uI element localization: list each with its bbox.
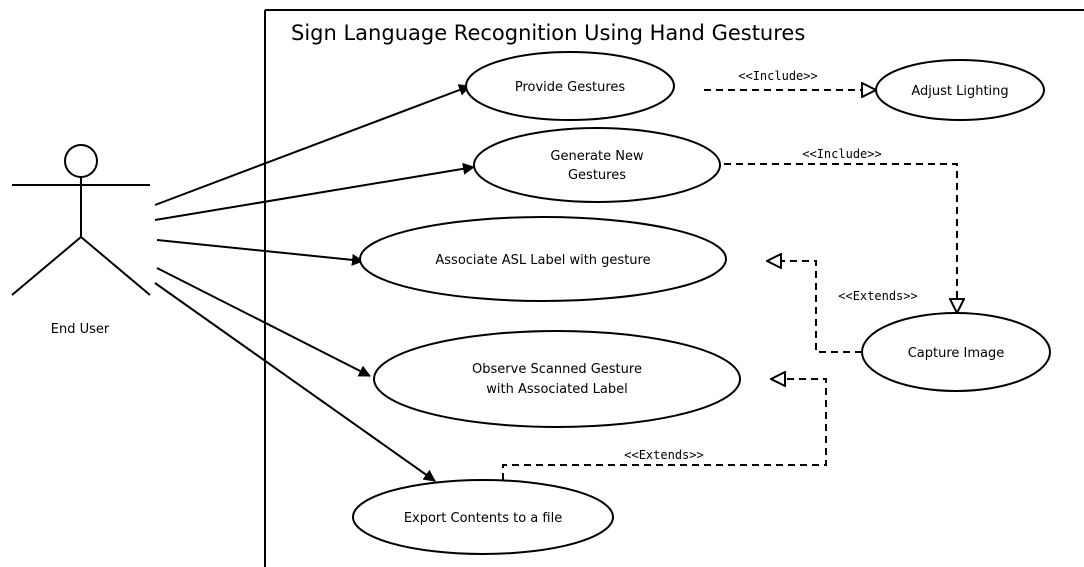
use-case-adjust-lighting: Adjust Lighting [875, 59, 1045, 121]
association-associate-asl-label [156, 239, 364, 266]
extends-export-to-observe [502, 379, 827, 480]
use-case-label: Provide Gestures [515, 80, 626, 95]
association-observe-scanned-gesture [156, 267, 371, 377]
use-case-provide-gestures: Provide Gestures [465, 51, 675, 121]
include-label-1: <<Include>> [738, 69, 817, 83]
extends-capture-to-associate [767, 261, 862, 353]
use-case-ellipse [473, 127, 721, 203]
extends-label-1: <<Extends>> [838, 289, 917, 303]
actor-end-user [11, 144, 151, 296]
use-case-label: Export Contents to a file [404, 511, 562, 526]
include-label-2: <<Include>> [802, 147, 881, 161]
use-case-capture-image: Capture Image [861, 312, 1051, 392]
association-provide-gestures [154, 84, 471, 206]
use-case-label-line-1: Generate New [550, 149, 644, 164]
actor-label: End User [51, 322, 110, 337]
use-case-generate-new-gestures: Generate New Gestures [473, 127, 721, 203]
use-case-label-line-2: Gestures [568, 168, 626, 183]
use-case-label: Associate ASL Label with gesture [435, 253, 650, 268]
actor-right-leg [80, 236, 151, 296]
use-case-label: Adjust Lighting [911, 84, 1008, 99]
extends-label-2: <<Extends>> [624, 448, 703, 462]
use-case-label: Capture Image [908, 346, 1005, 361]
association-export-contents [154, 282, 436, 482]
use-case-observe-scanned-gesture: Observe Scanned Gesture with Associated … [373, 330, 741, 428]
system-title: Sign Language Recognition Using Hand Ges… [291, 21, 805, 45]
use-case-ellipse [359, 216, 727, 302]
include-generate-to-capture [724, 163, 957, 313]
actor-head [64, 144, 98, 178]
association-generate-new-gestures [154, 162, 475, 221]
use-case-export-contents: Export Contents to a file [352, 479, 614, 555]
use-case-label-line-2: with Associated Label [486, 382, 627, 397]
use-case-label-line-1: Observe Scanned Gesture [472, 362, 642, 377]
actor-left-leg [11, 236, 82, 296]
use-case-ellipse [465, 51, 675, 121]
use-case-ellipse [373, 330, 741, 428]
use-case-associate-asl-label: Associate ASL Label with gesture [359, 216, 727, 302]
use-case-ellipse [352, 479, 614, 555]
